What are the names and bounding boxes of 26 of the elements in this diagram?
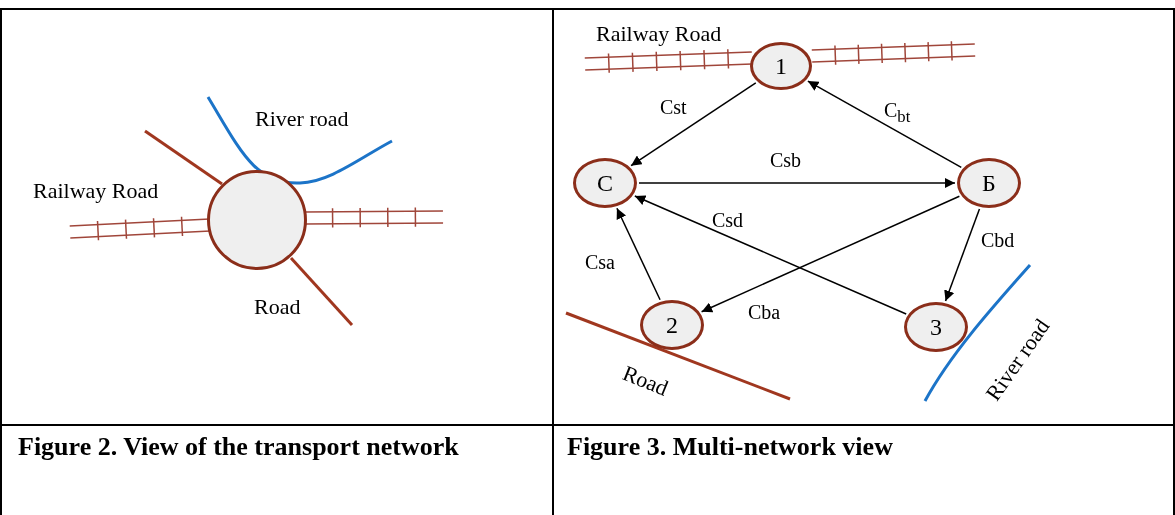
road-label: Road (619, 362, 672, 400)
arrow (638, 177, 956, 189)
arrow (616, 207, 661, 301)
arrow (634, 195, 907, 315)
node-circle: 1 (750, 42, 812, 90)
node-circle: C (573, 158, 637, 208)
road-label: Road (254, 296, 301, 318)
edge-label: Cbd (981, 230, 1015, 250)
edge-label: Csa (585, 252, 615, 272)
node-circle: 3 (904, 302, 968, 352)
arrow (630, 82, 757, 167)
edge-label: Csb (770, 150, 802, 170)
road-label: River road (255, 108, 349, 130)
road-label: Railway Road (33, 180, 159, 202)
road-label: Railway Road (596, 23, 722, 45)
edge-label: Csd (712, 210, 744, 230)
arrow (700, 195, 961, 313)
edge-label: Cst (660, 97, 687, 117)
node-circle: Б (957, 158, 1021, 208)
figure-caption: Figure 2. View of the transport network (18, 431, 460, 463)
edge-label: C$_{bt}$ (884, 100, 911, 126)
arrow (807, 80, 962, 169)
figure-caption: Figure 3. Multi-network view (567, 431, 894, 463)
edge-label: Cba (748, 302, 781, 322)
node-circle: 2 (640, 300, 704, 350)
arrow (944, 208, 981, 302)
